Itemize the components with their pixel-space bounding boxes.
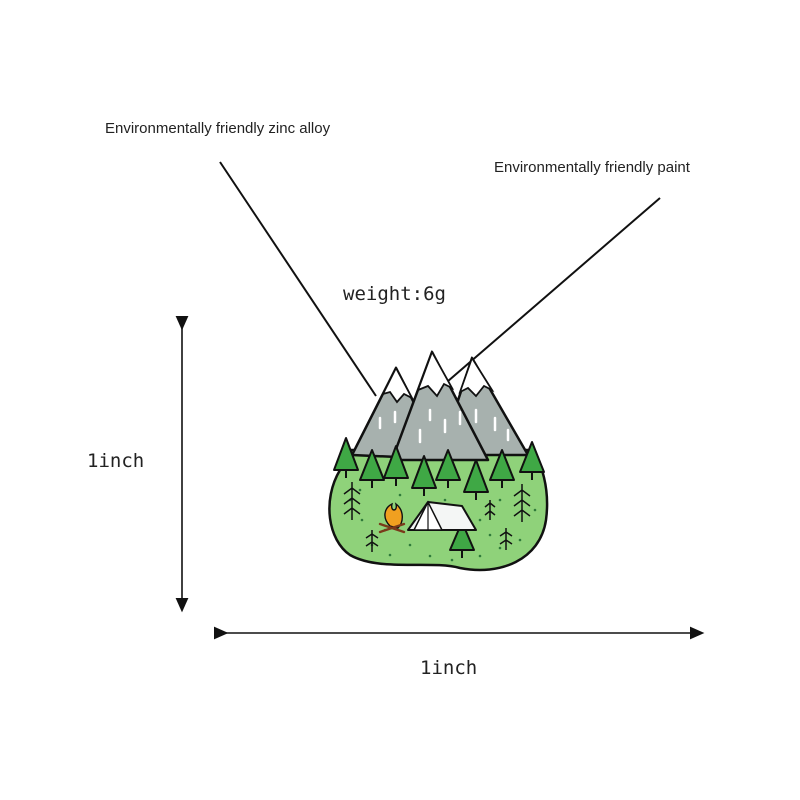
outline-trees: [343, 482, 531, 552]
height-label: 1inch: [87, 450, 145, 472]
tree-icon: [519, 441, 545, 480]
tree-icon: [463, 459, 489, 500]
width-label: 1inch: [420, 657, 478, 679]
tree-icon: [383, 445, 409, 486]
tree-icon: [435, 449, 461, 488]
snow-cap-center: [416, 349, 455, 398]
tent-icon: [407, 500, 477, 531]
tree-icon: [489, 449, 515, 488]
weight-label: weight:6g: [343, 283, 446, 305]
tree-icon: [333, 437, 359, 478]
mountain-center: [390, 350, 490, 462]
snow-cap-left: [381, 366, 415, 404]
tree-icon: [449, 521, 475, 558]
mountain-texture: [378, 408, 510, 444]
zinc-leader-line: [219, 161, 377, 397]
zinc-alloy-callout: Environmentally friendly zinc alloy: [105, 120, 331, 137]
snow-cap-right: [458, 355, 495, 398]
paint-callout: Environmentally friendly paint: [494, 159, 690, 176]
paint-leader-line: [439, 197, 661, 389]
mountain-pin: [328, 349, 549, 572]
campfire-icon: [378, 502, 406, 534]
tree-icon: [411, 455, 437, 496]
tree-icon: [359, 449, 385, 488]
